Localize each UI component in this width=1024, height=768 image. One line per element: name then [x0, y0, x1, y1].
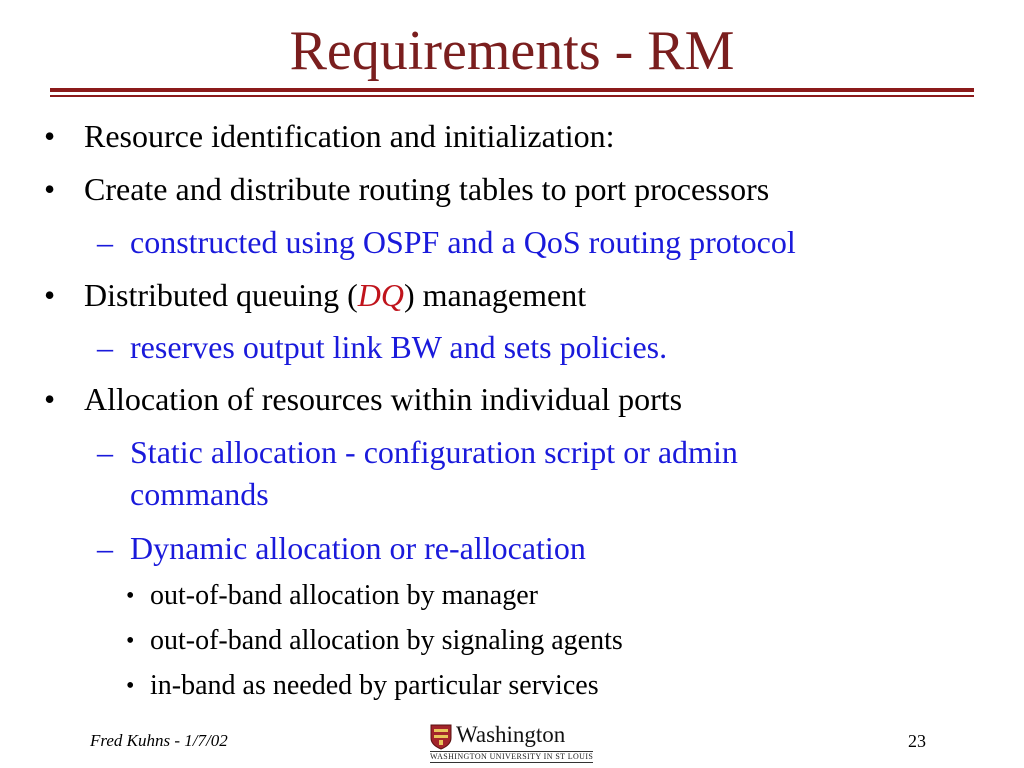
sub-sub-bullet-manager: • out-of-band allocation by manager [126, 580, 538, 612]
sub-bullet-text: Dynamic allocation or re-allocation [130, 530, 586, 566]
sub-bullet-text-line1: Static allocation - configuration script… [130, 434, 738, 470]
sub-bullet-static-allocation: –Static allocation - configuration scrip… [97, 431, 738, 515]
sub-sub-bullet-text: out-of-band allocation by manager [150, 580, 538, 611]
footer-author-date: Fred Kuhns - 1/7/02 [90, 731, 228, 750]
logo-subtitle: WASHINGTON UNIVERSITY IN ST LOUIS [430, 752, 594, 761]
dash-marker: – [97, 329, 113, 365]
bullet-text-before: Distributed queuing ( [84, 277, 358, 313]
bullet-marker: • [44, 381, 56, 417]
logo-name: Washington [456, 722, 566, 747]
sub-bullet-text: reserves output link BW and sets policie… [130, 329, 668, 365]
bullet-text: Create and distribute routing tables to … [84, 171, 770, 207]
sub-sub-bullet-text: out-of-band allocation by signaling agen… [150, 625, 623, 656]
dash-marker: – [97, 530, 113, 566]
bullet-resource-identification: • Resource identification and initializa… [44, 117, 615, 155]
bullet-distributed-queuing: • Distributed queuing (DQ) management [44, 276, 587, 314]
bullet-marker: • [126, 583, 135, 609]
slide-title: Requirements - RM [289, 20, 735, 82]
dash-marker: – [97, 434, 113, 470]
sub-sub-bullet-text: in-band as needed by particular services [150, 670, 599, 701]
bullet-marker: • [44, 118, 56, 154]
dq-emphasis: DQ [357, 277, 404, 313]
bullet-allocation: • Allocation of resources within individ… [44, 380, 683, 418]
sub-bullet-reserves: –reserves output link BW and sets polici… [97, 326, 667, 368]
dash-marker: – [97, 224, 113, 260]
bullet-text-after: ) management [403, 277, 587, 313]
sub-bullet-ospf: –constructed using OSPF and a QoS routin… [97, 221, 796, 263]
logo-rule-top [430, 751, 593, 752]
logo-rule-bottom [430, 762, 593, 763]
sub-bullet-text: constructed using OSPF and a QoS routing… [130, 224, 796, 260]
sub-bullet-dynamic-allocation: –Dynamic allocation or re-allocation [97, 527, 586, 569]
university-logo: Washington WASHINGTON UNIVERSITY IN ST L… [430, 722, 600, 763]
sub-sub-bullet-signaling-agents: • out-of-band allocation by signaling ag… [126, 625, 623, 657]
slide-content: • Resource identification and initializa… [44, 117, 796, 702]
title-rule-thin [50, 95, 974, 97]
bullet-text: Resource identification and initializati… [84, 118, 615, 154]
title-rule-thick [50, 88, 974, 92]
bullet-marker: • [44, 171, 56, 207]
shield-icon [430, 724, 452, 750]
sub-sub-bullet-in-band: • in-band as needed by particular servic… [126, 670, 599, 702]
bullet-marker: • [126, 628, 135, 654]
bullet-marker: • [44, 277, 56, 313]
page-number: 23 [908, 731, 926, 751]
bullet-text: Allocation of resources within individua… [84, 381, 683, 417]
bullet-routing-tables: • Create and distribute routing tables t… [44, 170, 770, 208]
bullet-marker: • [126, 673, 135, 699]
sub-bullet-text-line2: commands [130, 476, 269, 512]
